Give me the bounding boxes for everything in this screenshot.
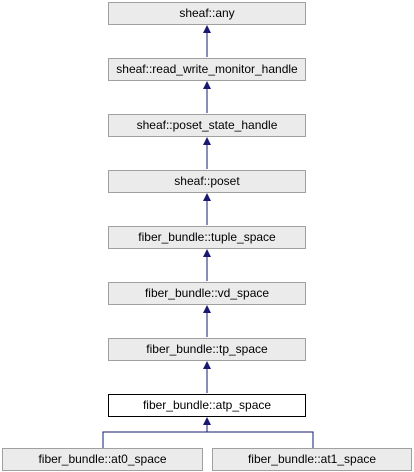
node-sheaf-poset-state-handle[interactable]: sheaf::poset_state_handle	[108, 114, 306, 137]
node-sheaf-any[interactable]: sheaf::any	[108, 2, 306, 25]
node-sheaf-poset[interactable]: sheaf::poset	[108, 170, 306, 193]
node-fiber-bundle-atp-space: fiber_bundle::atp_space	[108, 394, 306, 417]
node-sheaf-read-write-monitor-handle[interactable]: sheaf::read_write_monitor_handle	[108, 58, 306, 81]
node-fiber-bundle-at1-space[interactable]: fiber_bundle::at1_space	[212, 448, 412, 471]
node-fiber-bundle-at0-space[interactable]: fiber_bundle::at0_space	[2, 448, 203, 471]
node-fiber-bundle-tp-space[interactable]: fiber_bundle::tp_space	[108, 338, 306, 361]
node-fiber-bundle-vd-space[interactable]: fiber_bundle::vd_space	[108, 282, 306, 305]
edge-at0-at1-to-atp-space	[102, 431, 314, 448]
node-fiber-bundle-tuple-space[interactable]: fiber_bundle::tuple_space	[108, 226, 306, 249]
